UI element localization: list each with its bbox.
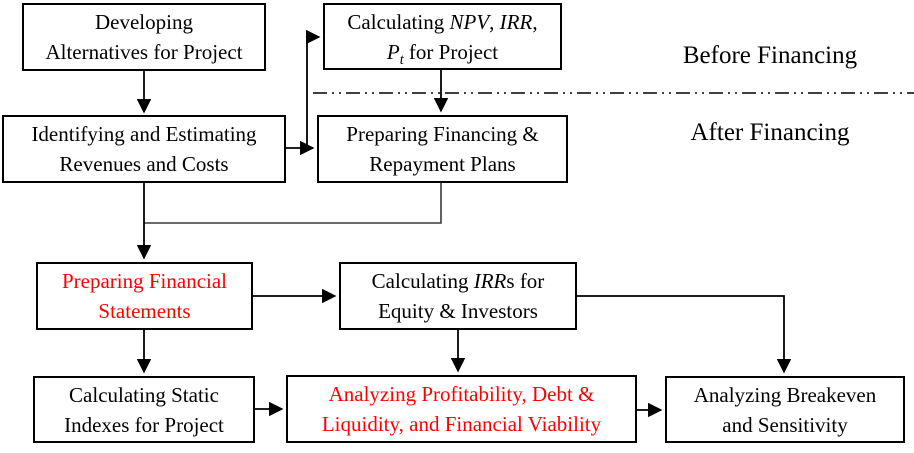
box-text-line: Preparing Financial (61, 269, 228, 293)
text-fragment-italic: IRR (473, 269, 507, 293)
box-text-line: Pt for Project (387, 37, 498, 67)
box-text-line: Liquidity, and Financial Viability (321, 412, 602, 436)
box-text-line: Repayment Plans (369, 152, 516, 176)
box-preparing-financing: Preparing Financing & Repayment Plans (317, 115, 568, 183)
text-fragment: Calculating (371, 269, 474, 293)
text-fragment-italic: NPV (449, 9, 490, 34)
box-developing-alternatives: Developing Alternatives for Project (22, 3, 266, 71)
box-identifying-estimating: Identifying and Estimating Revenues and … (2, 115, 286, 183)
box-text-line: Developing (95, 10, 193, 34)
box-text-line: Revenues and Costs (59, 152, 229, 176)
text-fragment: Calculating (347, 9, 450, 34)
box-calculating-npv-irr-pt: Calculating NPV, IRR, Pt for Project (323, 3, 562, 70)
box-text-line: Identifying and Estimating (31, 122, 257, 146)
text-fragment-subscript: t (399, 51, 404, 68)
text-fragment-italic: IRR (499, 9, 533, 34)
arrow-calc-irrs-to-breakeven (577, 295, 792, 374)
box-text-line: Calculating IRRs for (372, 266, 545, 296)
arrow-identifying-to-calc-npv (306, 29, 321, 148)
box-text-line: Statements (98, 299, 191, 323)
box-calculating-irrs: Calculating IRRs for Equity & Investors (339, 262, 577, 330)
box-text-line: and Sensitivity (722, 412, 848, 437)
box-text-line: Preparing Financing & (346, 122, 539, 146)
box-analyzing-breakeven: Analyzing Breakeven and Sensitivity (665, 376, 905, 443)
text-fragment: for Project (403, 39, 499, 64)
text-fragment: , (489, 9, 500, 34)
label-before-financing: Before Financing (682, 42, 858, 69)
text-fragment: s for (506, 269, 545, 293)
box-text-line: Indexes for Project (64, 412, 224, 437)
box-calculating-static-indexes: Calculating Static Indexes for Project (33, 376, 255, 443)
box-text-line: Calculating NPV, IRR, (347, 7, 537, 37)
text-fragment: , (532, 9, 538, 34)
box-analyzing-profitability: Analyzing Profitability, Debt & Liquidit… (286, 375, 637, 443)
box-text-line: Equity & Investors (378, 299, 538, 323)
box-preparing-financial-statements: Preparing Financial Statements (36, 262, 253, 330)
box-text-line: Alternatives for Project (45, 40, 243, 64)
label-after-financing: After Financing (690, 119, 850, 146)
line-preparing-financing-to-junction (144, 183, 442, 224)
box-text-line: Calculating Static (69, 382, 219, 407)
text-fragment-italic: P (386, 39, 400, 64)
box-text-line: Analyzing Profitability, Debt & (328, 382, 595, 406)
box-text-line: Analyzing Breakeven (693, 382, 877, 407)
